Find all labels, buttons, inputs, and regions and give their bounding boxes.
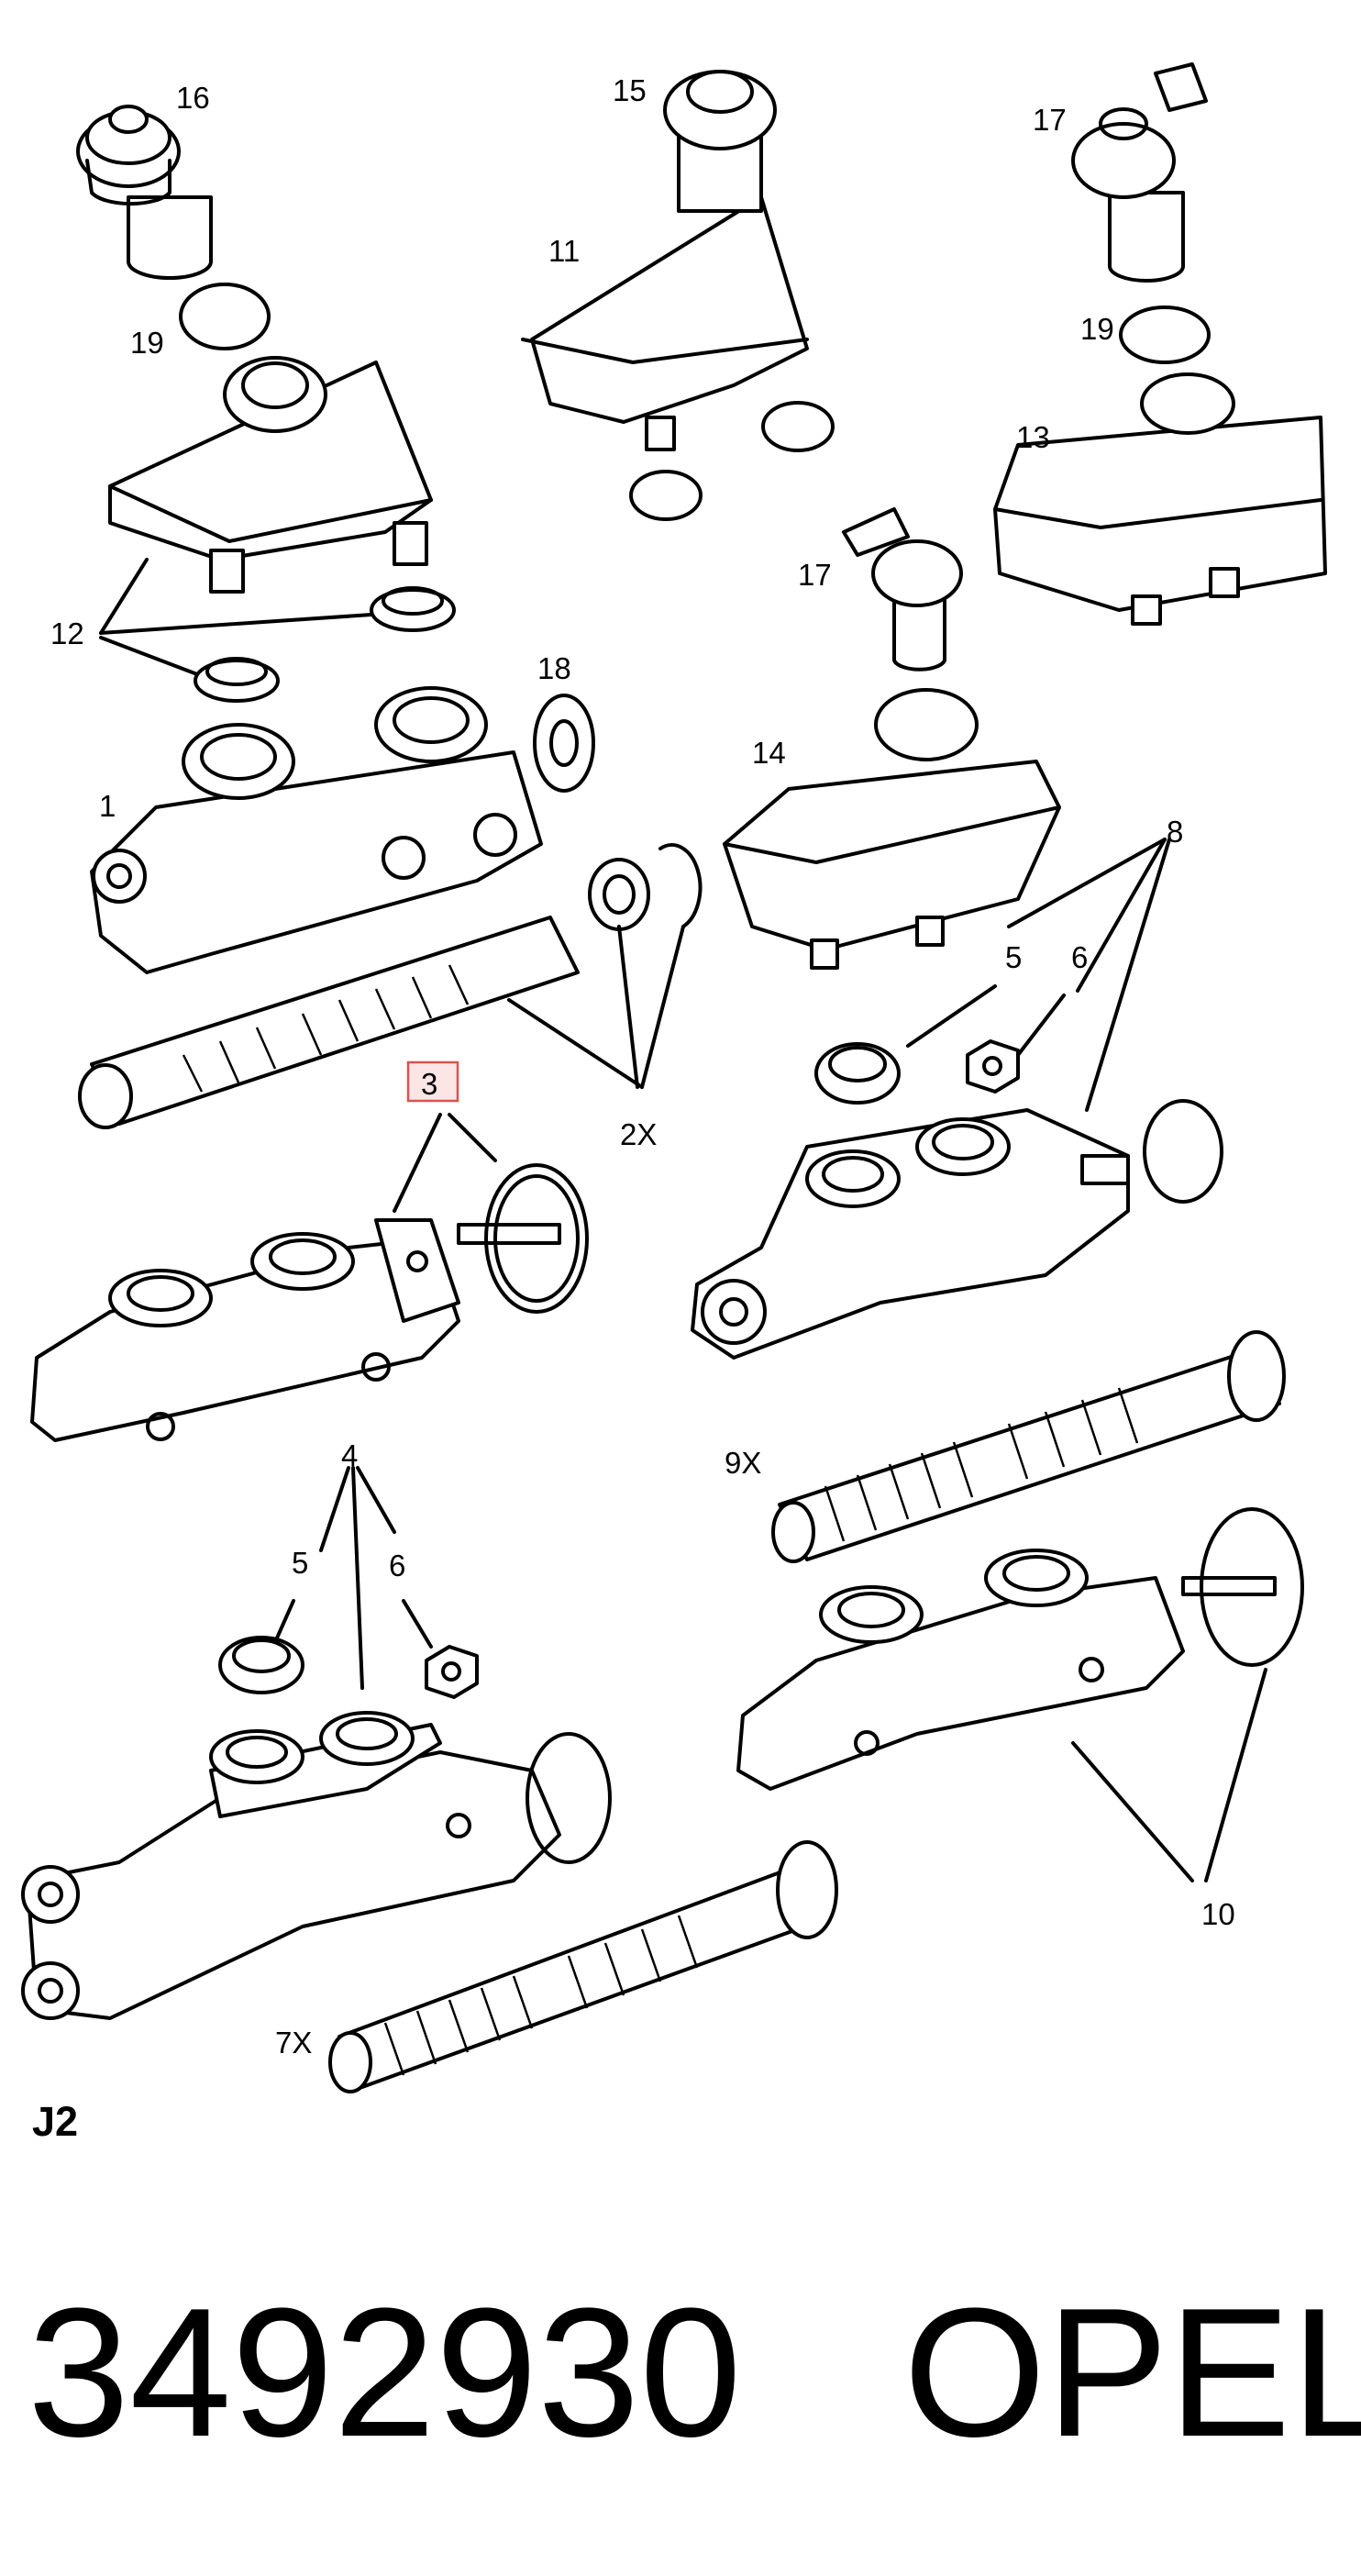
callout-9x: 9X: [725, 1446, 761, 1480]
master-cylinder-10: [736, 1507, 1304, 1791]
callout-5-lower: 5: [292, 1546, 308, 1580]
cap-16: [76, 105, 213, 280]
callout-7x: 7X: [275, 2026, 312, 2060]
callout-19-right: 19: [1080, 312, 1114, 346]
plug-5-lower: [218, 1636, 304, 1694]
reservoir-12: [108, 356, 433, 594]
brand-name: OPEL: [903, 2271, 1361, 2475]
callout-1: 1: [99, 789, 116, 823]
piston-assembly-9x: [771, 1330, 1286, 1563]
callout-14: 14: [752, 736, 786, 770]
callout-6-upper: 6: [1071, 940, 1088, 974]
nut-6-upper: [966, 1039, 1020, 1094]
callout-8: 8: [1167, 815, 1183, 849]
seal-ring-19-left: [179, 283, 271, 350]
seal-ring-8: [1143, 1099, 1223, 1204]
highlight-box: [406, 1060, 459, 1103]
cap-17-top: [1071, 62, 1208, 283]
leader-lines: [99, 558, 1267, 1882]
callout-17-mid: 17: [798, 558, 832, 592]
callout-4: 4: [341, 1438, 358, 1472]
reservoir-13: [993, 372, 1327, 626]
callout-17-top: 17: [1033, 103, 1067, 137]
callout-11: 11: [548, 234, 580, 268]
callout-15: 15: [613, 73, 647, 107]
master-cylinder-3: [30, 1163, 589, 1442]
callout-12: 12: [50, 616, 84, 650]
callout-10: 10: [1201, 1897, 1235, 1931]
callout-2x: 2X: [620, 1117, 657, 1151]
callout-6-lower: 6: [389, 1549, 405, 1582]
callout-16: 16: [176, 81, 210, 115]
callout-13: 13: [1016, 420, 1050, 454]
callout-3: 3: [421, 1067, 437, 1101]
callout-18: 18: [537, 651, 571, 685]
piston-assembly-2x: [78, 843, 703, 1129]
seal-ring-19-right: [1119, 305, 1211, 364]
callout-5-upper: 5: [1005, 940, 1022, 974]
washer-18: [533, 694, 595, 793]
cap-17-mid: [842, 507, 963, 672]
callout-19-left: 19: [130, 326, 164, 360]
master-cylinder-1: [90, 686, 543, 974]
reservoir-14: [723, 688, 1061, 970]
reservoir-11: [521, 70, 835, 521]
master-cylinder-4: [21, 1711, 612, 2020]
plate-code: J2: [32, 2098, 78, 2145]
part-number: 3492930: [28, 2271, 742, 2475]
callout-labels: 16 15 17 19 11 13 12 17 18 14 1 8 5 6 3 …: [50, 73, 1235, 2060]
master-cylinder-8: [691, 1108, 1130, 1360]
piston-assembly-7x: [328, 1840, 838, 2093]
plug-5-upper: [814, 1042, 901, 1105]
nut-6-lower: [425, 1645, 479, 1699]
grommets-12: [194, 586, 456, 703]
